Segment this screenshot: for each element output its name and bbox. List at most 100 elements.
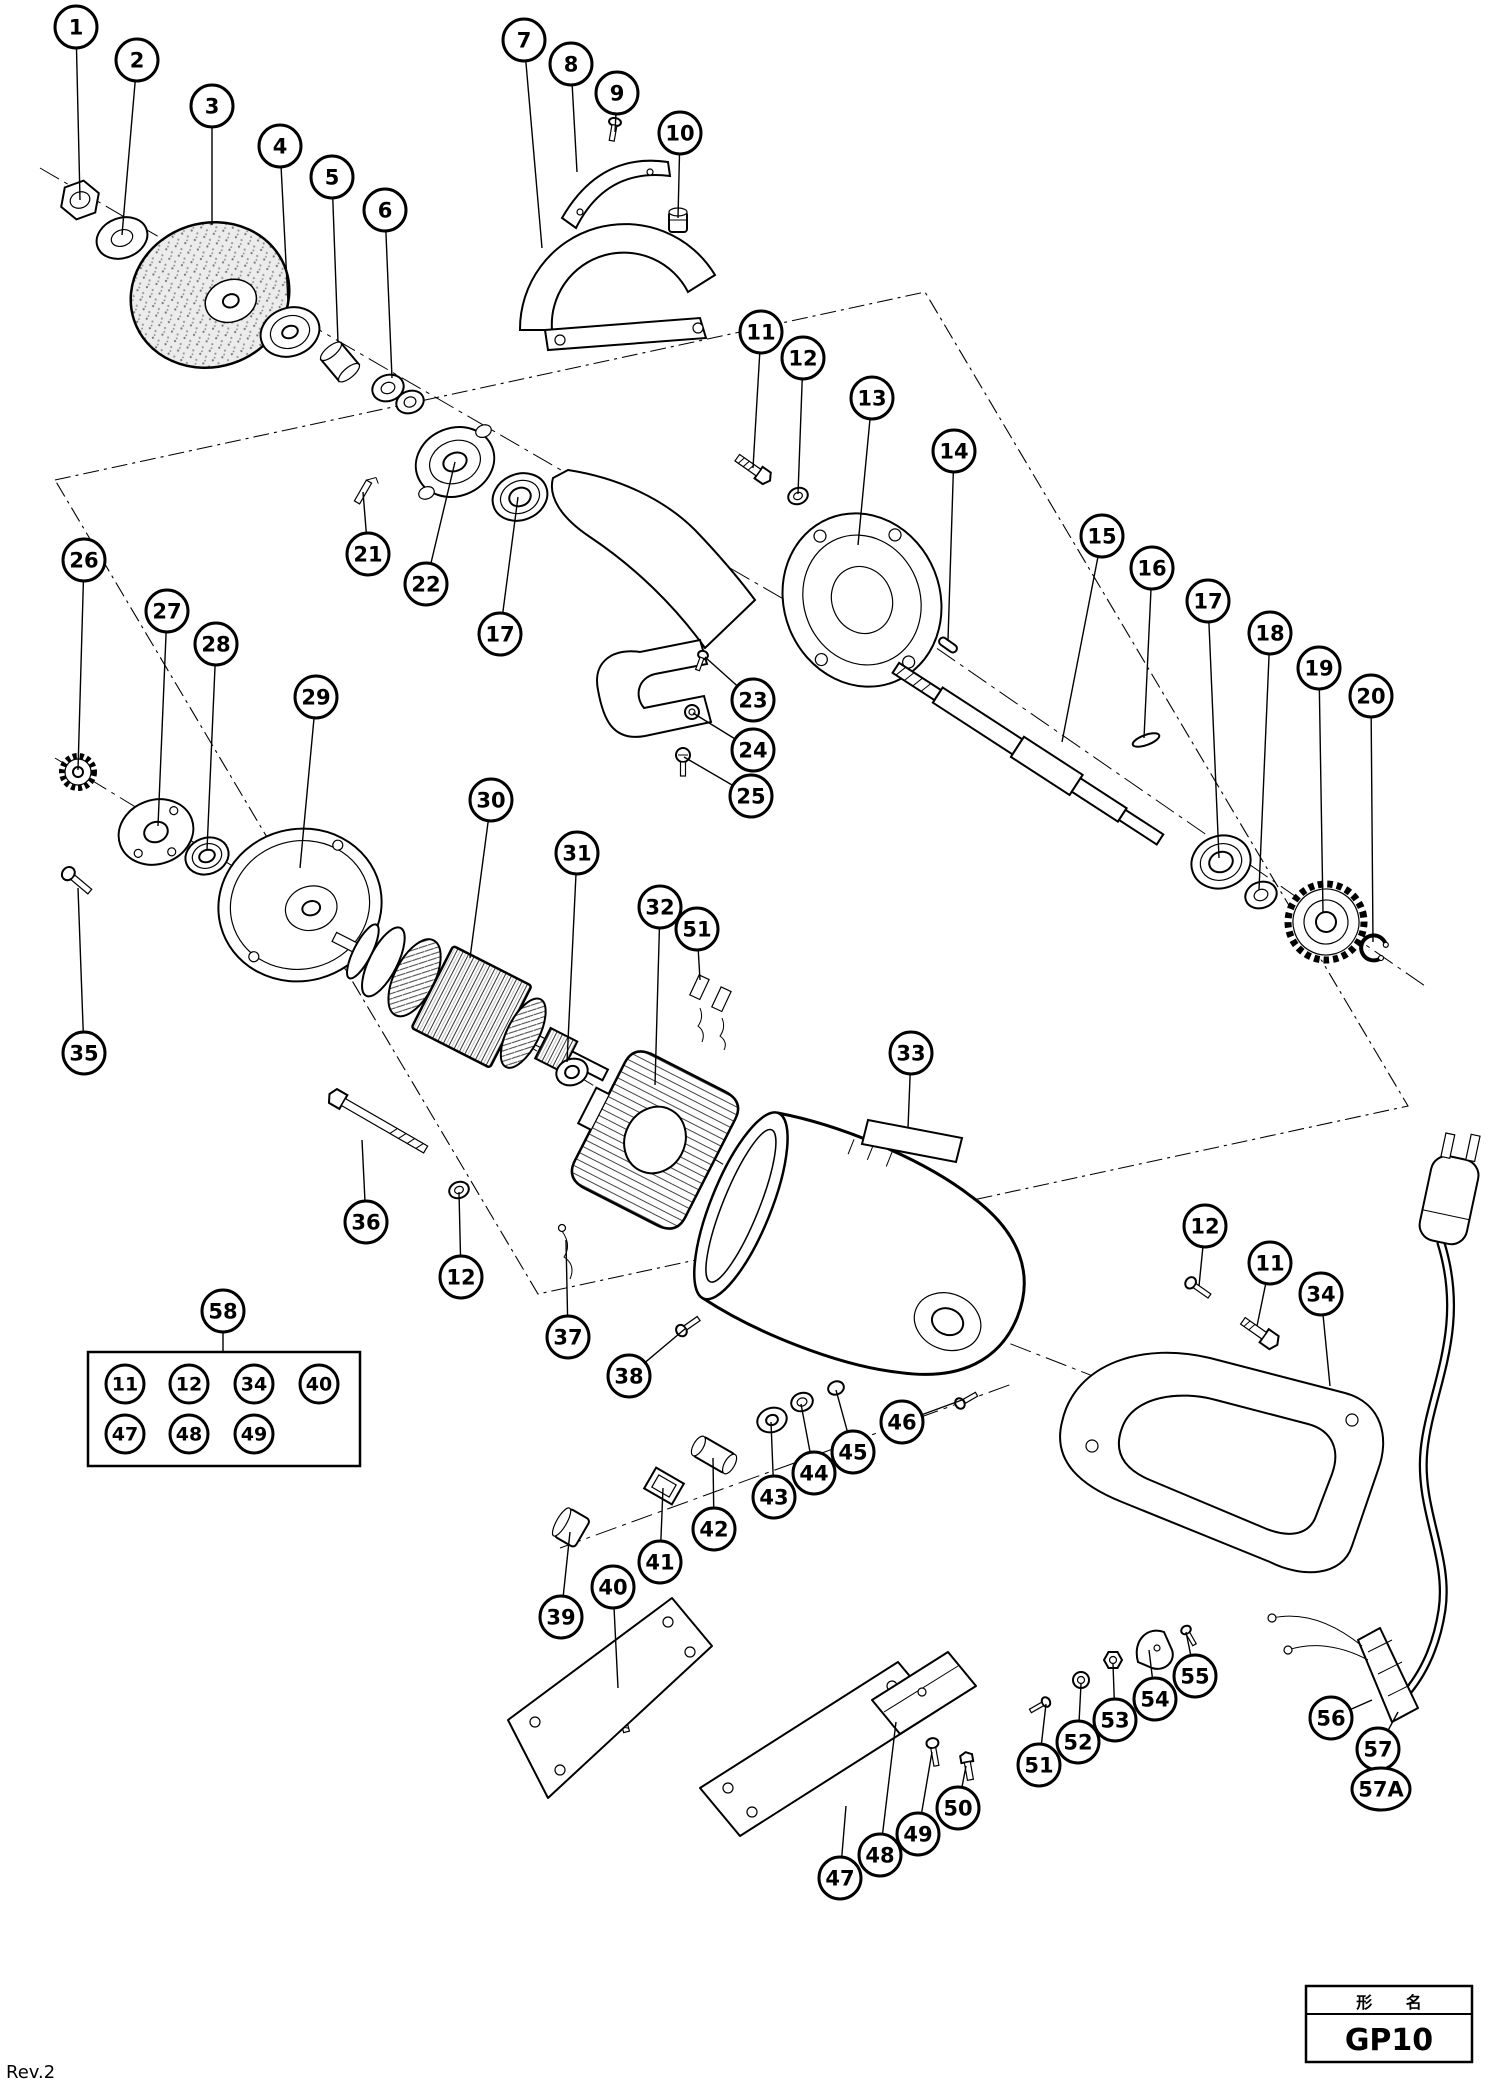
leader-line-19 <box>1318 667 1324 913</box>
leader-line-31 <box>566 852 578 1063</box>
svg-text:45: 45 <box>838 1441 867 1465</box>
svg-text:44: 44 <box>799 1462 828 1486</box>
svg-text:52: 52 <box>1063 1731 1092 1755</box>
part-washer-2 <box>95 216 149 260</box>
callout-17: 17 <box>1185 578 1231 624</box>
part-washer-24 <box>684 704 700 720</box>
part-screw-25 <box>675 747 691 777</box>
callout-7: 7 <box>501 17 547 63</box>
svg-text:4: 4 <box>273 135 288 159</box>
svg-text:9: 9 <box>610 82 625 106</box>
part-lever-54 <box>1135 1629 1174 1670</box>
callout-51: 51 <box>674 906 720 952</box>
part-motor-housing <box>693 1111 1026 1376</box>
leader-line-4 <box>279 145 289 303</box>
part-pinion-26 <box>59 753 97 791</box>
part-washers-6 <box>371 373 425 415</box>
leader-line-12 <box>797 357 804 495</box>
callout-13: 13 <box>849 375 895 421</box>
part-key-14 <box>938 636 958 654</box>
part-washer-12 <box>787 486 809 506</box>
leader-line-26 <box>77 559 85 771</box>
callout-12: 12 <box>780 335 826 381</box>
svg-text:12: 12 <box>1190 1215 1219 1239</box>
leader-line-29 <box>299 696 317 869</box>
leader-line-11 <box>752 331 762 469</box>
part-bracket-48 <box>871 1651 977 1735</box>
callout-50: 50 <box>935 1785 981 1831</box>
part-lead-wire-37 <box>557 1223 573 1280</box>
callout-6: 6 <box>362 187 408 233</box>
svg-text:43: 43 <box>759 1486 788 1510</box>
callout-55: 55 <box>1172 1653 1218 1699</box>
svg-text:53: 53 <box>1100 1709 1129 1733</box>
callout-30: 30 <box>468 777 514 823</box>
svg-text:41: 41 <box>645 1551 674 1575</box>
svg-text:47: 47 <box>825 1867 854 1891</box>
svg-text:29: 29 <box>301 686 330 710</box>
svg-text:3: 3 <box>205 95 220 119</box>
callout-17: 17 <box>477 611 523 657</box>
callout-46: 46 <box>879 1399 925 1445</box>
callout-42: 42 <box>691 1506 737 1552</box>
title-block: 形 名 GP10 <box>1304 1984 1474 2064</box>
part-brush-holder-41 <box>642 1466 686 1506</box>
part-wheel-washer <box>259 306 321 358</box>
callout-38: 38 <box>606 1353 652 1399</box>
svg-text:31: 31 <box>562 842 591 866</box>
svg-text:34: 34 <box>1306 1283 1335 1307</box>
callout-23: 23 <box>730 677 776 723</box>
svg-text:39: 39 <box>546 1606 575 1630</box>
part-cap-39 <box>551 1507 590 1548</box>
leader-lines <box>75 26 1399 1879</box>
part-armature <box>331 923 610 1082</box>
callout-44: 44 <box>791 1450 837 1496</box>
callout-11: 11 <box>738 309 784 355</box>
part-screw-9 <box>608 116 622 142</box>
callout-8: 8 <box>548 41 594 87</box>
svg-text:8: 8 <box>564 53 579 77</box>
part-nameplate-33 <box>860 1118 964 1164</box>
svg-text:18: 18 <box>1255 622 1284 646</box>
part-nut-53 <box>1102 1651 1124 1669</box>
svg-text:12: 12 <box>176 1374 202 1396</box>
callout-40: 40 <box>298 1363 340 1405</box>
svg-text:54: 54 <box>1140 1688 1169 1712</box>
leader-line-32 <box>654 906 661 1086</box>
svg-text:48: 48 <box>865 1844 894 1868</box>
leader-line-18 <box>1258 632 1271 891</box>
svg-text:21: 21 <box>353 543 382 567</box>
callout-2: 2 <box>114 37 160 83</box>
callout-15: 15 <box>1079 513 1125 559</box>
callout-36: 36 <box>343 1199 389 1245</box>
callout-21: 21 <box>345 531 391 577</box>
svg-text:33: 33 <box>896 1042 925 1066</box>
callout-56: 56 <box>1308 1695 1354 1741</box>
part-spacer <box>319 341 361 383</box>
part-cord-set <box>1267 1132 1481 1723</box>
svg-text:11: 11 <box>1255 1252 1284 1276</box>
callout-24: 24 <box>730 727 776 773</box>
svg-text:16: 16 <box>1137 557 1166 581</box>
part-gear-19 <box>1284 880 1368 964</box>
svg-text:22: 22 <box>411 573 440 597</box>
leader-line-6 <box>384 209 393 379</box>
part-ball-bearing-28 <box>184 836 230 876</box>
callout-34: 34 <box>233 1363 275 1405</box>
callout-32: 32 <box>637 884 683 930</box>
part-spindle-shaft <box>891 661 1165 846</box>
leader-line-27 <box>157 610 168 827</box>
callout-25: 25 <box>728 773 774 819</box>
part-pin-21 <box>353 476 379 505</box>
svg-text:12: 12 <box>446 1266 475 1290</box>
svg-text:28: 28 <box>201 633 230 657</box>
svg-text:27: 27 <box>152 600 181 624</box>
part-bolt-11b <box>1239 1316 1280 1351</box>
svg-text:19: 19 <box>1304 657 1333 681</box>
callout-5: 5 <box>309 154 355 200</box>
part-washer-18 <box>1244 880 1278 910</box>
part-washer-52 <box>1072 1671 1090 1689</box>
callout-52: 52 <box>1055 1719 1101 1765</box>
callout-11: 11 <box>1247 1240 1293 1286</box>
